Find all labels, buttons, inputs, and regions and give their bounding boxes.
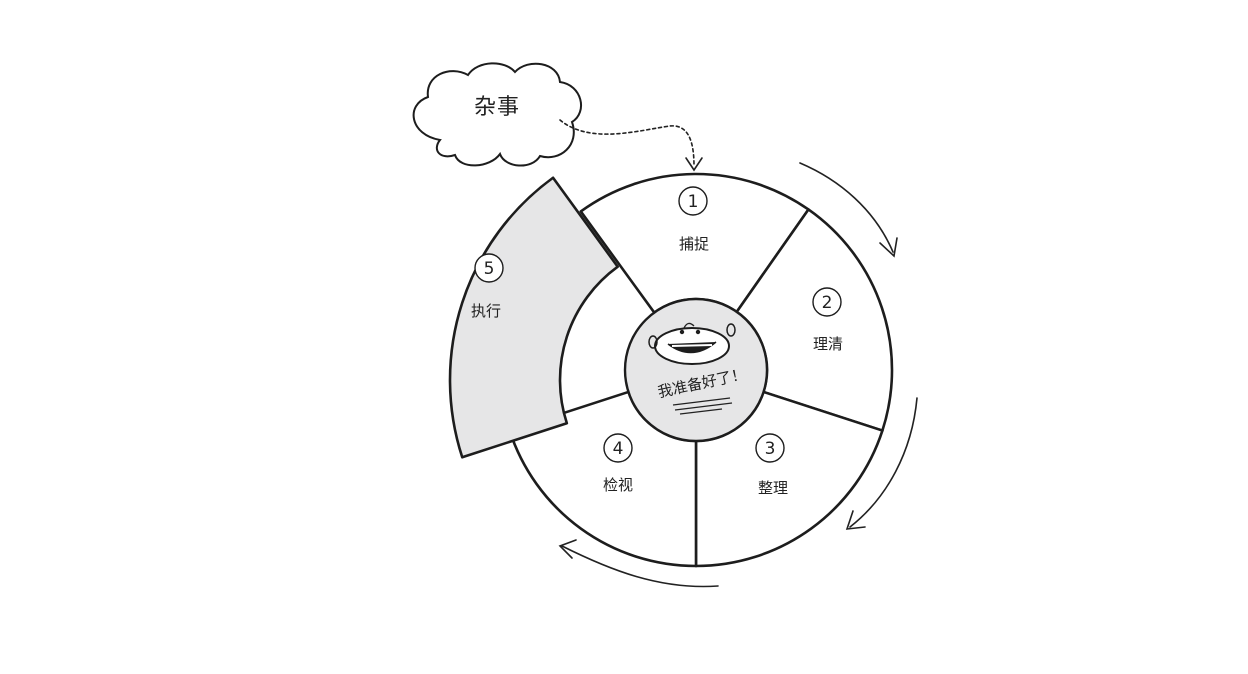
step-number: 2: [822, 293, 833, 313]
step-do: 5 执行: [471, 253, 504, 320]
step-label: 捕捉: [679, 235, 709, 253]
step-labels: 1 捕捉 2 理清 3 整理 4 检视 5 执行: [471, 186, 843, 497]
step-number: 1: [688, 192, 699, 212]
cloud-shape: [412, 62, 582, 167]
step-organize: 3 整理: [755, 433, 788, 497]
step-label: 整理: [758, 479, 788, 497]
step-review: 4 检视: [603, 433, 633, 494]
dashed-arrow-head: [685, 157, 703, 172]
step-capture: 1 捕捉: [678, 186, 709, 253]
cycle-arrow-capture-to-clarify: [799, 162, 894, 253]
step-number-circle: [678, 186, 708, 216]
center-hub: 我准备好了！: [623, 297, 769, 443]
step-number-circle: [474, 253, 504, 283]
step-clarify: 2 理清: [812, 287, 843, 353]
cycle-arrow-clarify-to-organize: [849, 397, 918, 528]
smiley-face: [648, 322, 736, 365]
step-number-circle: [812, 287, 842, 317]
step-number: 3: [765, 439, 776, 459]
cycle-arrow-head-1: [879, 237, 898, 258]
segment-do: [448, 176, 620, 459]
center-hub-circle: [623, 297, 769, 443]
cycle-arrow-organize-to-review: [561, 545, 719, 588]
step-number-circle: [755, 433, 785, 463]
step-label: 检视: [603, 476, 633, 494]
cycle-arrows: [558, 162, 918, 588]
step-number: 4: [613, 439, 624, 459]
dashed-arrow-line: [559, 119, 695, 167]
step-number-circle: [603, 433, 633, 463]
step-label: 执行: [471, 302, 501, 320]
cloud-label: 杂事: [474, 95, 520, 120]
step-number: 5: [484, 259, 495, 279]
dashed-arrow: [559, 119, 703, 172]
cycle-arrow-head-2: [845, 510, 866, 530]
center-underline-strokes: [672, 397, 733, 415]
stuff-cloud: 杂事: [412, 62, 582, 167]
cycle-arrow-head-3: [558, 539, 577, 559]
step-label: 理清: [813, 335, 843, 353]
